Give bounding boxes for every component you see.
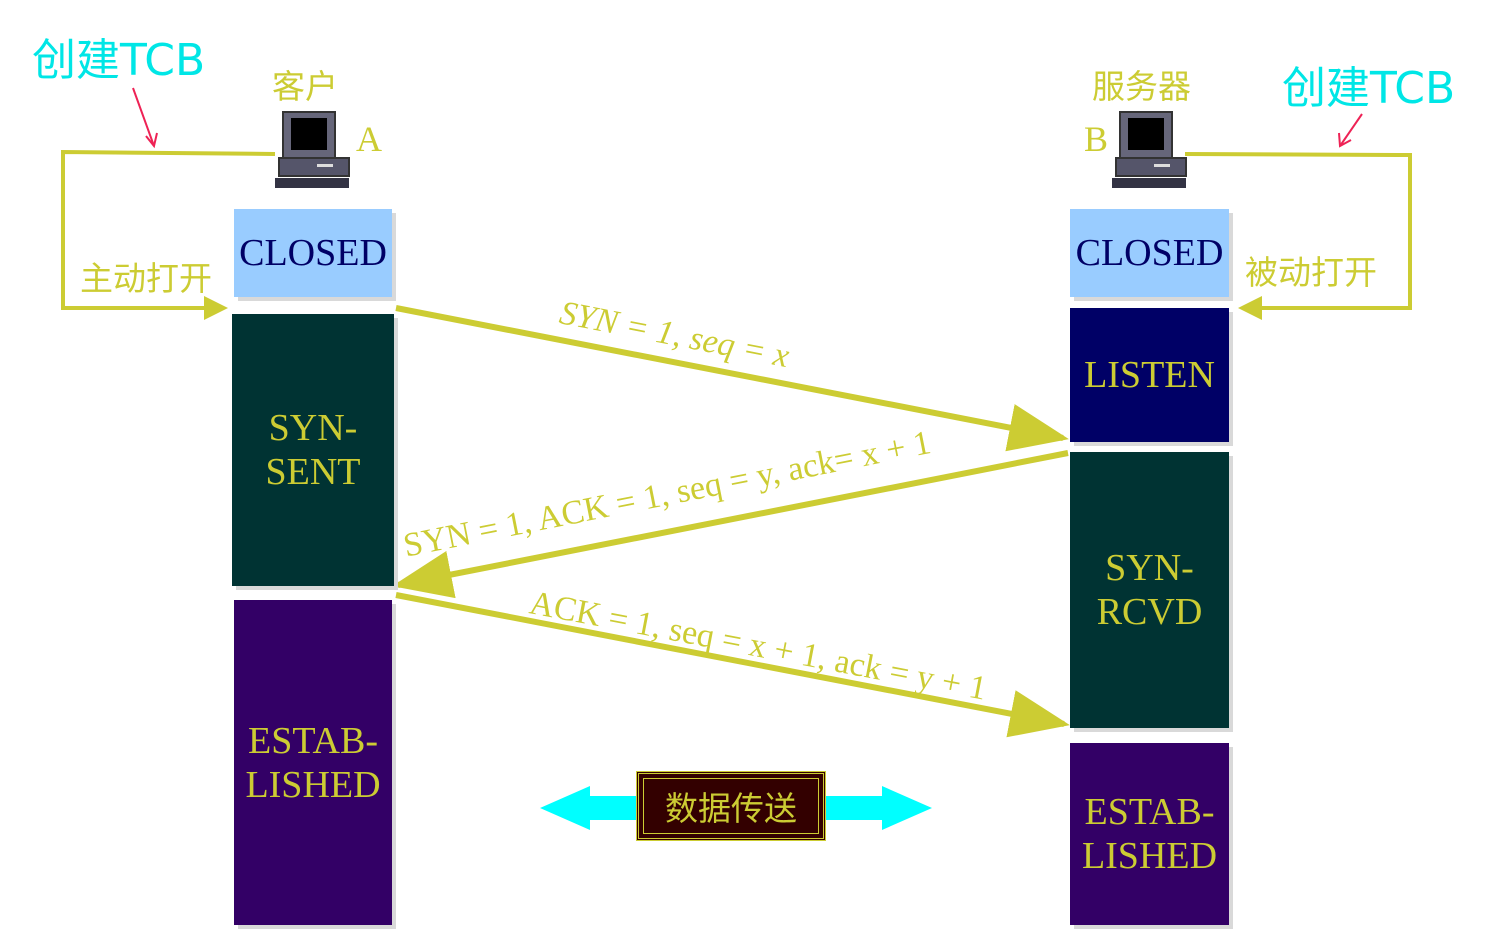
state-label-line2: LISHED — [245, 763, 381, 806]
server-host-letter: B — [1084, 119, 1109, 159]
state-label-line2: LISHED — [1081, 835, 1218, 877]
server-open-loop — [1184, 152, 1412, 320]
client-tcb-label: 创建TCB — [32, 35, 206, 86]
client-state-closed: CLOSED — [234, 209, 392, 297]
computer-icon — [1112, 111, 1187, 188]
active-open-label: 主动打开 — [80, 259, 212, 298]
server-tcb-pointer — [1339, 113, 1363, 147]
server-state-listen: LISTEN — [1070, 308, 1229, 442]
ack-arrow — [395, 592, 1070, 738]
client-open-loop — [61, 149, 276, 320]
server-title: 服务器 — [1092, 67, 1191, 106]
server-state-syn-rcvd: SYN- RCVD — [1070, 452, 1229, 728]
syn-arrow — [395, 305, 1069, 452]
client-title: 客户 — [272, 67, 338, 106]
server-state-established: ESTAB- LISHED — [1070, 743, 1229, 925]
state-label-line2: SENT — [265, 451, 361, 493]
client-state-established: ESTAB- LISHED — [234, 600, 392, 925]
computer-icon — [275, 111, 350, 188]
client-tcb-pointer — [132, 87, 155, 147]
state-label-line1: SYN- — [268, 407, 358, 449]
client-tcb-pointer-head — [145, 132, 158, 149]
server-tcb-pointer-head — [1338, 132, 1352, 148]
server-tcb-label: 创建TCB — [1282, 63, 1456, 114]
client-state-syn-sent: SYN- SENT — [232, 314, 394, 586]
state-label: LISTEN — [1084, 354, 1215, 396]
state-label-line1: ESTAB- — [248, 719, 378, 762]
data-transfer-arrow — [540, 786, 932, 830]
state-label: CLOSED — [1075, 232, 1224, 274]
data-transfer-box: 数据传送 — [636, 771, 826, 841]
syn-ack-arrow — [392, 450, 1069, 599]
state-label: CLOSED — [239, 232, 387, 274]
server-state-closed: CLOSED — [1070, 209, 1229, 297]
client-host-letter: A — [356, 119, 382, 159]
passive-open-label: 被动打开 — [1245, 253, 1377, 292]
state-label-line1: SYN- — [1105, 547, 1194, 589]
state-label-line1: ESTAB- — [1084, 791, 1215, 833]
state-label-line2: RCVD — [1096, 591, 1203, 633]
